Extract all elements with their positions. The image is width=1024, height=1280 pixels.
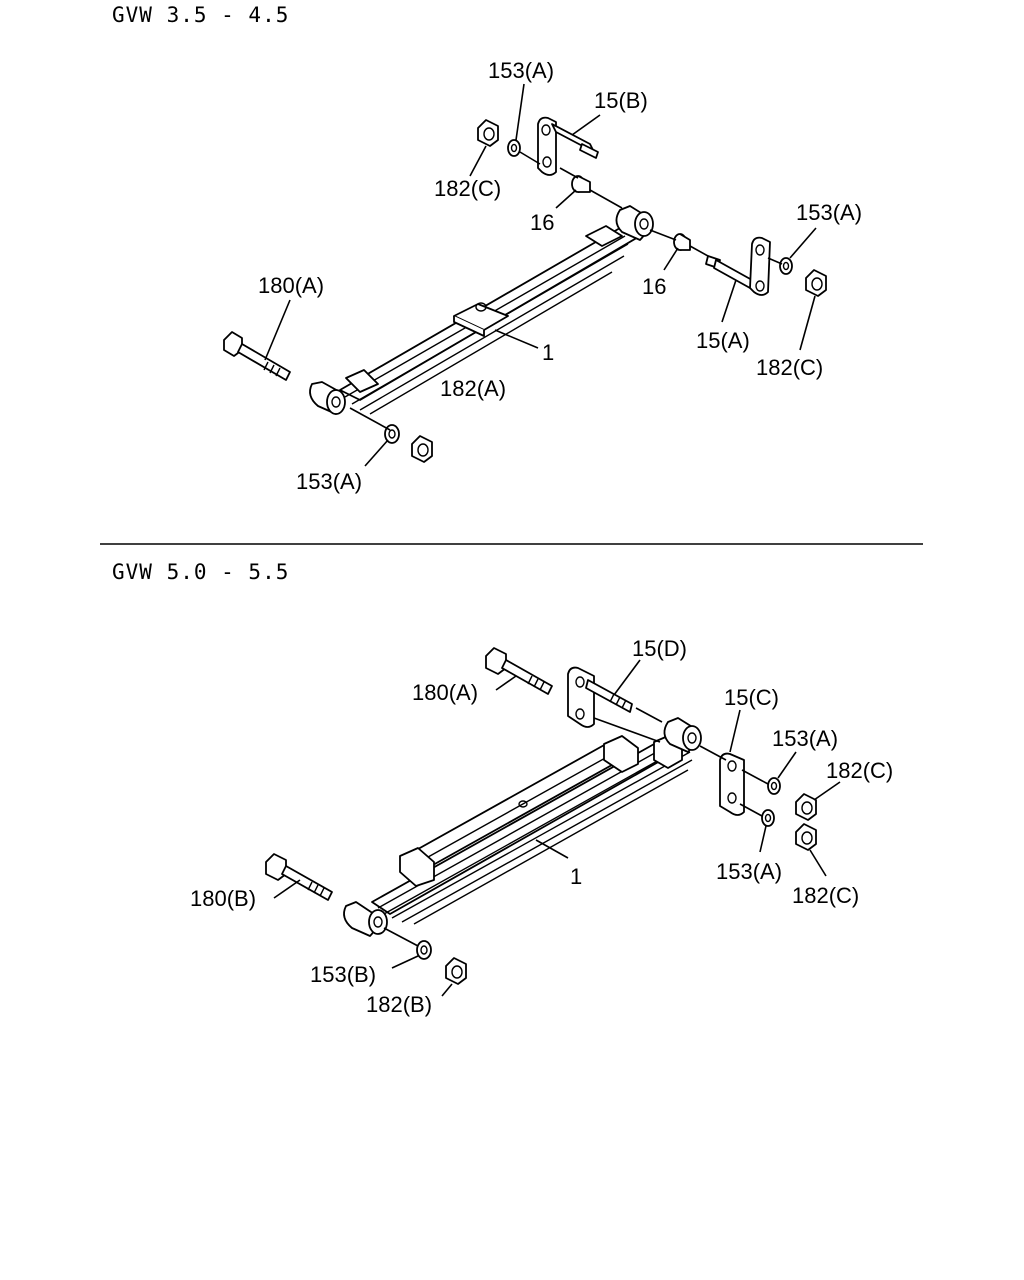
nut-front-icon: [411, 435, 433, 463]
nut-upper-icon: [795, 793, 817, 821]
label-15b: 15(B): [594, 88, 648, 113]
label-15d: 15(D): [632, 636, 687, 661]
washer-right-icon: [779, 257, 793, 275]
shackle-15b-icon: [537, 116, 599, 176]
label-182c-right: 182(C): [756, 355, 823, 380]
bushing-side-icon: [673, 233, 691, 251]
label-16-side: 16: [642, 274, 666, 299]
bolt-180a-rear-icon: [485, 647, 553, 695]
bolt-180b-icon: [265, 853, 333, 901]
label-182c-top: 182(C): [434, 176, 501, 201]
bushing-top-icon: [571, 175, 591, 193]
label-16-top: 16: [530, 210, 554, 235]
label-182b: 182(B): [366, 992, 432, 1017]
label-153a-upper: 153(A): [772, 726, 838, 751]
nut-top-icon: [477, 119, 499, 147]
shackle-15c-icon: [719, 752, 745, 816]
nut-right-icon: [805, 269, 827, 297]
washer-153b-icon: [416, 940, 432, 960]
label-1-second: 1: [570, 864, 582, 889]
label-153a-top: 153(A): [488, 58, 554, 83]
label-1: 1: [542, 340, 554, 365]
label-15c: 15(C): [724, 685, 779, 710]
label-182c-upper: 182(C): [826, 758, 893, 783]
shackle-15d-icon: [567, 666, 633, 728]
label-180a-rear: 180(A): [412, 680, 478, 705]
label-153a-front: 153(A): [296, 469, 362, 494]
label-180b: 180(B): [190, 886, 256, 911]
bolt-180a-icon: [223, 331, 291, 381]
label-180a: 180(A): [258, 273, 324, 298]
label-15a: 15(A): [696, 328, 750, 353]
shackle-15a-icon: [705, 236, 771, 296]
label-182a: 182(A): [440, 376, 506, 401]
label-153b: 153(B): [310, 962, 376, 987]
washer-lower-icon: [761, 809, 775, 827]
section-2-heading: GVW 5.0 - 5.5: [112, 560, 289, 584]
label-153a-lower: 153(A): [716, 859, 782, 884]
leaf-spring-assembly-1: [309, 205, 654, 415]
nut-182b-icon: [445, 957, 467, 985]
label-182c-lower: 182(C): [792, 883, 859, 908]
washer-top-icon: [507, 139, 521, 157]
nut-lower-icon: [795, 823, 817, 851]
section-1-heading: GVW 3.5 - 4.5: [112, 3, 289, 27]
leaf-spring-assembly-2: [343, 717, 702, 937]
label-153a-right: 153(A): [796, 200, 862, 225]
washer-upper-icon: [767, 777, 781, 795]
